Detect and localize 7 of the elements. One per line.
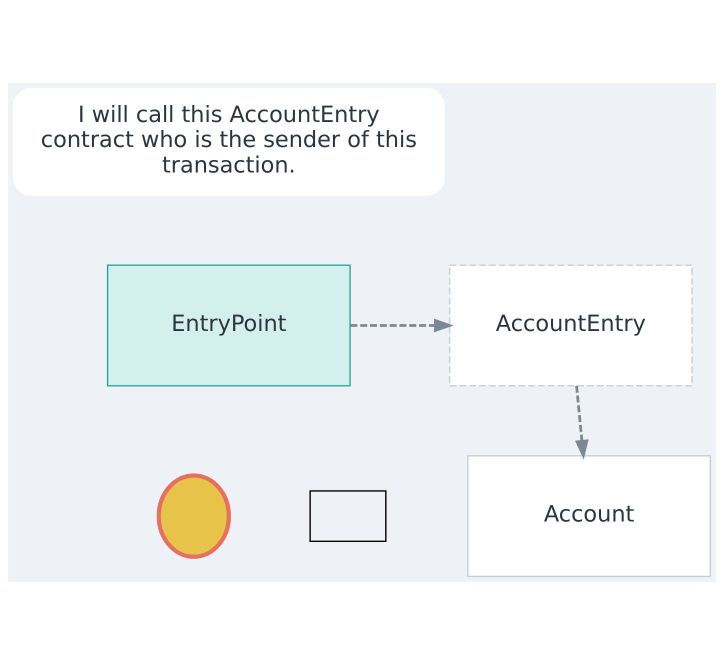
- arrow: [574, 386, 589, 460]
- node-person: [156, 473, 231, 559]
- node-box: Account: [467, 455, 712, 578]
- node-box: EntryPoint: [106, 264, 351, 386]
- node-box: [309, 490, 387, 542]
- arrow: [350, 318, 454, 332]
- node-box: AccountEntry: [448, 264, 693, 386]
